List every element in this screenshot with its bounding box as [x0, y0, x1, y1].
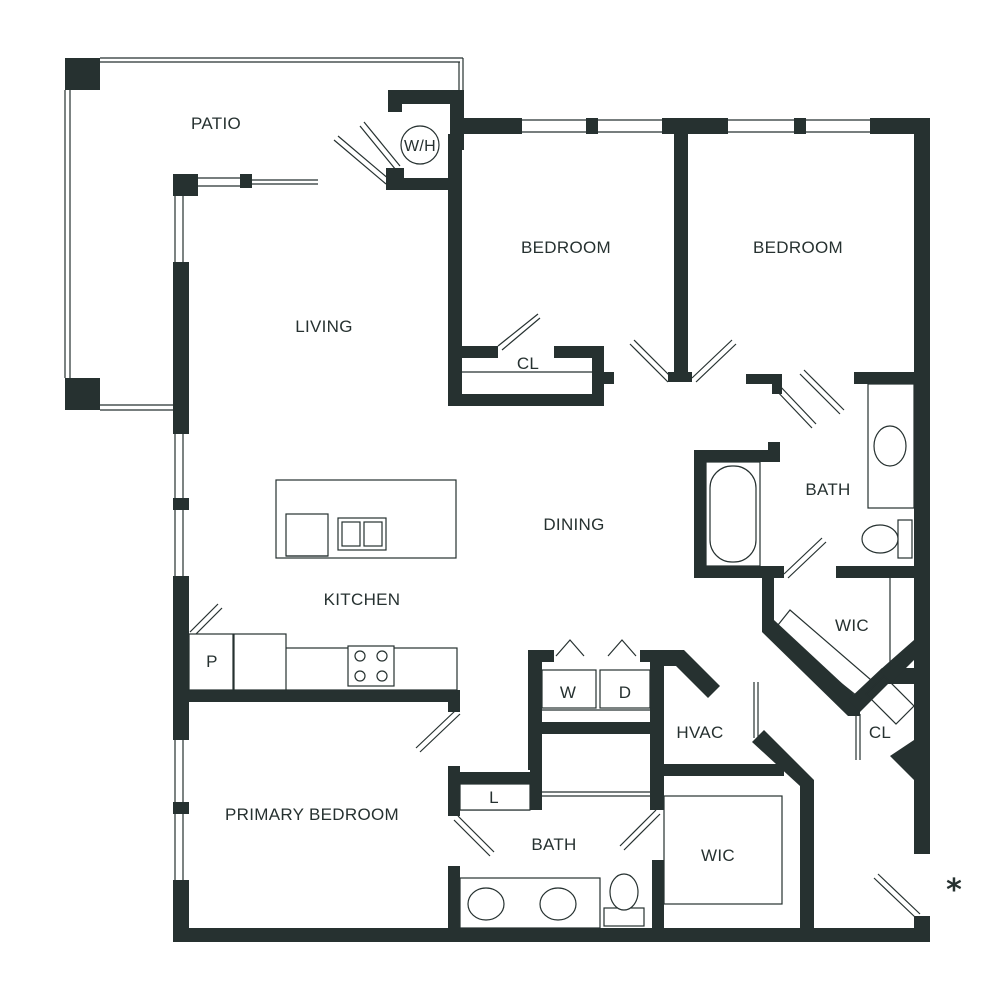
label-wic-2: WIC [701, 846, 735, 865]
room-labels: PATIO W/H BEDROOM BEDROOM LIVING CL DINI… [191, 114, 962, 908]
sink-icon [467, 887, 505, 921]
sink-icon [873, 425, 907, 467]
label-closet-2: CL [869, 723, 891, 742]
label-water-heater: W/H [404, 138, 436, 155]
label-bath-2: BATH [531, 835, 576, 854]
dryer [599, 669, 651, 709]
washer [541, 669, 597, 709]
label-bedroom-2: BEDROOM [753, 238, 843, 257]
label-dining: DINING [543, 515, 604, 534]
water-heater [400, 125, 440, 165]
label-primary-bedroom: PRIMARY BEDROOM [225, 805, 399, 824]
label-bedroom-1: BEDROOM [521, 238, 611, 257]
label-kitchen: KITCHEN [324, 590, 401, 609]
sink-icon [539, 887, 577, 921]
label-patio: PATIO [191, 114, 241, 133]
label-hvac: HVAC [676, 723, 723, 742]
doors [189, 121, 921, 919]
fixtures [188, 125, 915, 929]
label-bath-1: BATH [805, 480, 850, 499]
label-linen: L [489, 788, 499, 807]
walls [173, 90, 930, 942]
label-closet-1: CL [517, 354, 539, 373]
label-dryer: D [619, 683, 632, 702]
refrigerator [233, 633, 287, 691]
label-living: LIVING [295, 317, 353, 336]
patio-area [64, 57, 464, 411]
toilet-icon [861, 524, 899, 554]
label-pantry: P [206, 652, 218, 671]
label-wic-1: WIC [835, 616, 869, 635]
label-washer: W [560, 683, 576, 702]
entry-marker: * [946, 873, 962, 908]
toilet-icon [609, 873, 639, 911]
stove [347, 645, 395, 687]
